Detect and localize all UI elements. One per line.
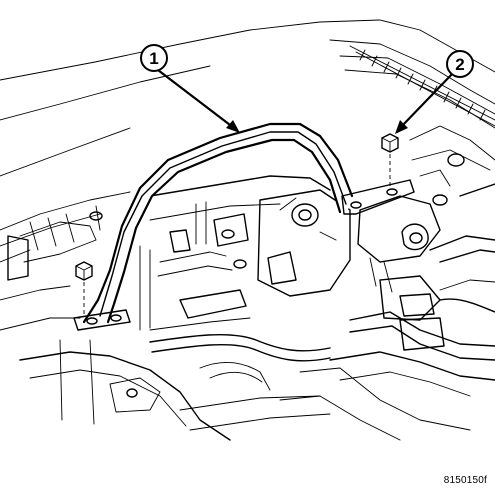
callout-2-circle — [446, 50, 474, 78]
cowl-grille — [349, 45, 495, 127]
strut-tower-area — [139, 175, 351, 331]
left-fender — [0, 191, 131, 331]
callout-1: 1 — [140, 44, 240, 133]
callout-1-leader — [153, 66, 235, 129]
callout-2-arrowhead — [395, 120, 408, 134]
nut-right — [381, 133, 399, 186]
callout-1-number: 1 — [149, 49, 158, 68]
callout-1-arrowhead — [226, 120, 240, 133]
callout-2: 2 — [395, 50, 474, 134]
hood-outline — [0, 19, 495, 177]
callout-2-number: 2 — [455, 55, 464, 74]
right-engine-components — [279, 125, 495, 441]
callout-1-circle — [140, 44, 168, 72]
figure-id: 8150150f — [443, 475, 487, 486]
strut-tower-brace — [73, 122, 415, 331]
lower-frame — [19, 339, 331, 441]
nut-left — [75, 261, 93, 314]
callout-2-leader — [399, 71, 455, 129]
hoses — [149, 333, 331, 391]
